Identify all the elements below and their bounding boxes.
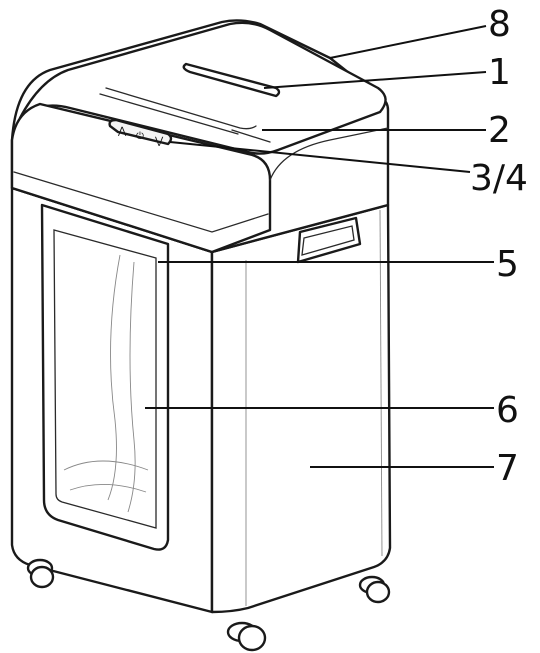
leader-8	[329, 25, 487, 59]
feed-slot	[182, 62, 281, 98]
caster-back-right	[358, 575, 391, 604]
side-handle	[296, 216, 362, 264]
caster-front-right	[226, 621, 267, 652]
caster-front-left	[26, 558, 55, 589]
callout-6: 6	[496, 390, 519, 431]
callout-1: 1	[488, 52, 511, 93]
casters	[26, 558, 391, 652]
control-panel: ⋀ ⏻ ⋁	[108, 118, 173, 147]
callout-2: 2	[488, 110, 511, 151]
callout-5: 5	[496, 244, 519, 285]
callout-labels: 8 1 2 3/4 5 6 7	[470, 4, 528, 489]
callout-7: 7	[496, 448, 519, 489]
leader-lines	[145, 25, 494, 468]
forward-button-symbol: ⋁	[154, 136, 164, 147]
top-cover	[10, 19, 390, 254]
power-button-symbol: ⏻	[136, 131, 144, 142]
leader-1	[263, 71, 487, 89]
reverse-button-symbol: ⋀	[117, 126, 127, 137]
leader-3-4	[169, 141, 471, 173]
callout-3-4: 3/4	[470, 158, 528, 199]
bin-window	[40, 203, 170, 551]
callout-8: 8	[488, 4, 511, 45]
